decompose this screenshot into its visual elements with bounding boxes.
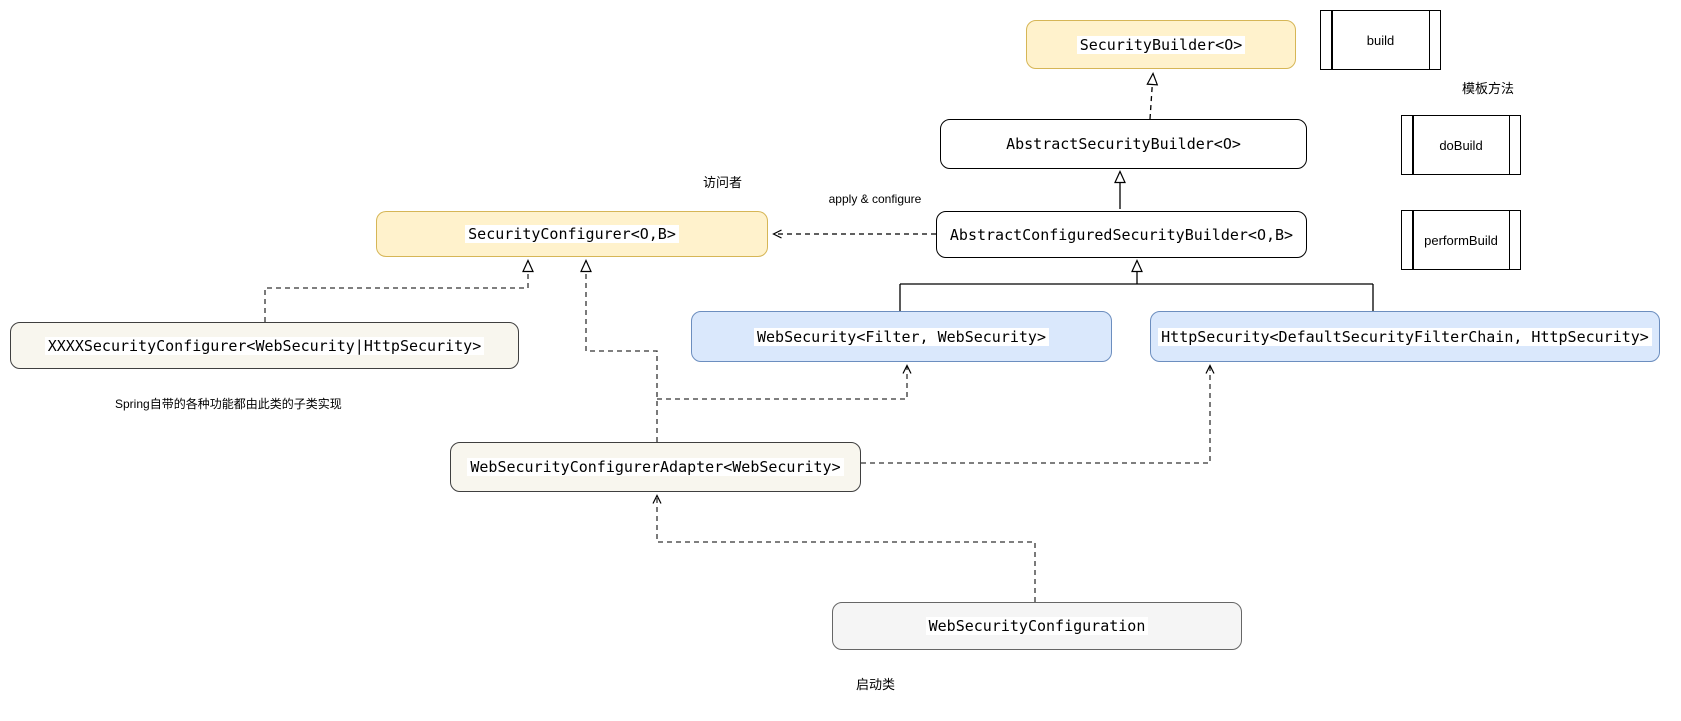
node-web-security-configuration[interactable]: WebSecurityConfiguration bbox=[832, 602, 1242, 650]
method-box-bar bbox=[1412, 211, 1414, 269]
node-security-builder-label: SecurityBuilder<O> bbox=[1076, 35, 1246, 54]
method-box-bar bbox=[1508, 211, 1510, 269]
method-box-bar bbox=[1331, 11, 1333, 69]
node-xxxx-security-configurer[interactable]: XXXXSecurityConfigurer<WebSecurity|HttpS… bbox=[10, 322, 519, 369]
node-abstract-configured-security-builder[interactable]: AbstractConfiguredSecurityBuilder<O,B> bbox=[936, 211, 1307, 258]
method-box-do-build[interactable]: doBuild bbox=[1401, 115, 1521, 175]
method-box-bar bbox=[1412, 116, 1414, 174]
annotation-template-method: 模板方法 bbox=[1462, 81, 1515, 96]
edge-xxxx-realizes-configurer bbox=[264, 259, 534, 322]
node-xxxx-security-configurer-label: XXXXSecurityConfigurer<WebSecurity|HttpS… bbox=[44, 336, 485, 355]
edge-asb-realizes-securitybuilder bbox=[1146, 72, 1159, 120]
node-security-configurer-label: SecurityConfigurer<O,B> bbox=[465, 225, 679, 243]
edge-adapter-realizes-configurer bbox=[580, 259, 658, 442]
node-web-security-label: WebSecurity<Filter, WebSecurity> bbox=[754, 327, 1049, 346]
method-box-build[interactable]: build bbox=[1320, 10, 1441, 70]
edge-adapter-to-httpsecurity bbox=[861, 364, 1215, 464]
node-web-security-configurer-adapter-label: WebSecurityConfigurerAdapter<WebSecurity… bbox=[467, 458, 844, 476]
method-perform-build-label: performBuild bbox=[1424, 232, 1498, 248]
node-web-security-configuration-label: WebSecurityConfiguration bbox=[925, 617, 1149, 635]
method-box-perform-build[interactable]: performBuild bbox=[1401, 210, 1521, 270]
node-abstract-security-builder-label: AbstractSecurityBuilder<O> bbox=[1003, 135, 1244, 153]
node-security-builder[interactable]: SecurityBuilder<O> bbox=[1026, 20, 1296, 69]
node-http-security[interactable]: HttpSecurity<DefaultSecurityFilterChain,… bbox=[1150, 311, 1660, 362]
edge-adapter-to-websecurity bbox=[657, 364, 912, 400]
node-abstract-security-builder[interactable]: AbstractSecurityBuilder<O> bbox=[940, 119, 1307, 169]
method-box-bar bbox=[1428, 11, 1430, 69]
node-web-security[interactable]: WebSecurity<Filter, WebSecurity> bbox=[691, 311, 1112, 362]
node-security-configurer[interactable]: SecurityConfigurer<O,B> bbox=[376, 211, 768, 257]
node-abstract-configured-security-builder-label: AbstractConfiguredSecurityBuilder<O,B> bbox=[946, 225, 1297, 244]
annotation-spring-note: Spring自带的各种功能都由此类的子类实现 bbox=[115, 397, 342, 411]
annotation-apply-configure: apply & configure bbox=[828, 192, 922, 206]
annotation-startup-class: 启动类 bbox=[856, 677, 896, 692]
method-build-label: build bbox=[1366, 32, 1395, 48]
node-http-security-label: HttpSecurity<DefaultSecurityFilterChain,… bbox=[1158, 327, 1652, 346]
edge-configuration-to-adapter bbox=[652, 494, 1036, 602]
method-box-bar bbox=[1508, 116, 1510, 174]
annotation-visitor: 访问者 bbox=[703, 175, 743, 190]
node-web-security-configurer-adapter[interactable]: WebSecurityConfigurerAdapter<WebSecurity… bbox=[450, 442, 861, 492]
method-do-build-label: doBuild bbox=[1439, 137, 1483, 153]
